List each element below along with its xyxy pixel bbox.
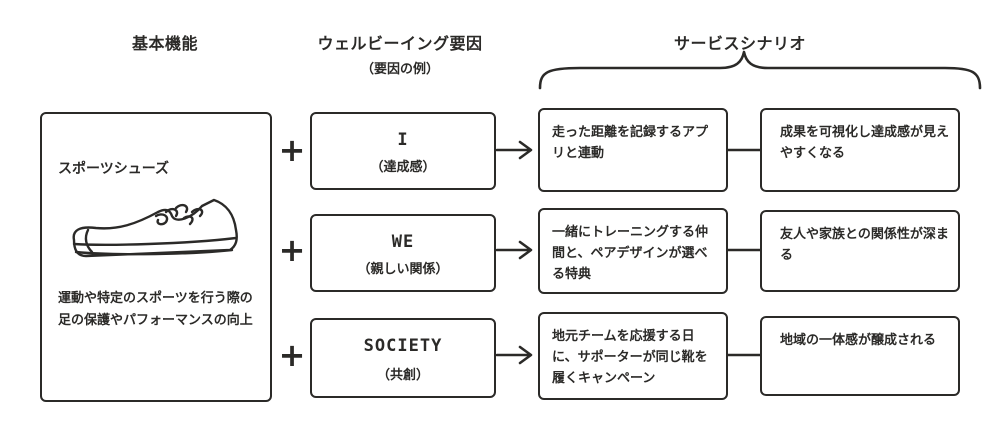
header-basic-function: 基本機能 bbox=[131, 34, 198, 53]
factor-title: I bbox=[397, 130, 409, 150]
plus-sign-row-2: + bbox=[278, 231, 306, 269]
scenario-box-row-1: 走った距離を記録するアプリと連動 bbox=[538, 108, 728, 192]
result-text: 成果を可視化し達成感が見えやすくなる bbox=[780, 125, 950, 161]
scenario-brace bbox=[538, 50, 982, 90]
factor-subtitle: （達成感） bbox=[370, 160, 436, 175]
result-box-row-2: 友人や家族との関係性が深まる bbox=[760, 210, 960, 292]
scenario-box-row-2: 一緒にトレーニングする仲間と、ペアデザインが選べる特典 bbox=[538, 208, 728, 294]
shoe-icon bbox=[72, 198, 238, 258]
result-text: 地域の一体感が醸成される bbox=[780, 333, 937, 348]
result-text: 友人や家族との関係性が深まる bbox=[780, 227, 949, 263]
arrow-row-3 bbox=[495, 345, 533, 365]
plus-sign-row-3: + bbox=[278, 336, 306, 374]
basic-function-box: スポーツシューズ 運動や特定のスポーツを行う際の足の保護やパフォーマンスの向上 bbox=[40, 112, 272, 402]
arrow-row-2 bbox=[495, 240, 533, 260]
scenario-text: 一緒にトレーニングする仲間と、ペアデザインが選べる特典 bbox=[552, 225, 709, 282]
basic-function-title: スポーツシューズ bbox=[58, 161, 170, 177]
header-wellbeing-factors: ウェルビーイング要因 bbox=[317, 34, 483, 53]
basic-function-description: 運動や特定のスポーツを行う際の足の保護やパフォーマンスの向上 bbox=[58, 291, 253, 328]
scenario-text: 地元チームを応援する日に、サポーターが同じ靴を履くキャンペーン bbox=[552, 329, 708, 386]
plus-sign-row-1: + bbox=[278, 131, 306, 169]
arrow-row-1 bbox=[495, 140, 533, 160]
factor-title: SOCIETY bbox=[363, 336, 443, 356]
scenario-box-row-3: 地元チームを応援する日に、サポーターが同じ靴を履くキャンペーン bbox=[538, 312, 728, 400]
result-box-row-3: 地域の一体感が醸成される bbox=[760, 316, 960, 396]
factor-subtitle: （親しい関係） bbox=[357, 262, 449, 277]
factor-box-we: WE （親しい関係） bbox=[310, 214, 496, 292]
factor-title: WE bbox=[391, 232, 415, 252]
result-box-row-1: 成果を可視化し達成感が見えやすくなる bbox=[760, 108, 960, 192]
factor-subtitle: （共創） bbox=[376, 368, 429, 383]
header-service-scenario: サービスシナリオ bbox=[673, 34, 806, 53]
factor-box-society: SOCIETY （共創） bbox=[310, 318, 496, 398]
scenario-text: 走った距離を記録するアプリと連動 bbox=[552, 125, 709, 161]
factor-box-i: I （達成感） bbox=[310, 112, 496, 190]
header-wellbeing-subtitle: （要因の例） bbox=[360, 62, 439, 77]
